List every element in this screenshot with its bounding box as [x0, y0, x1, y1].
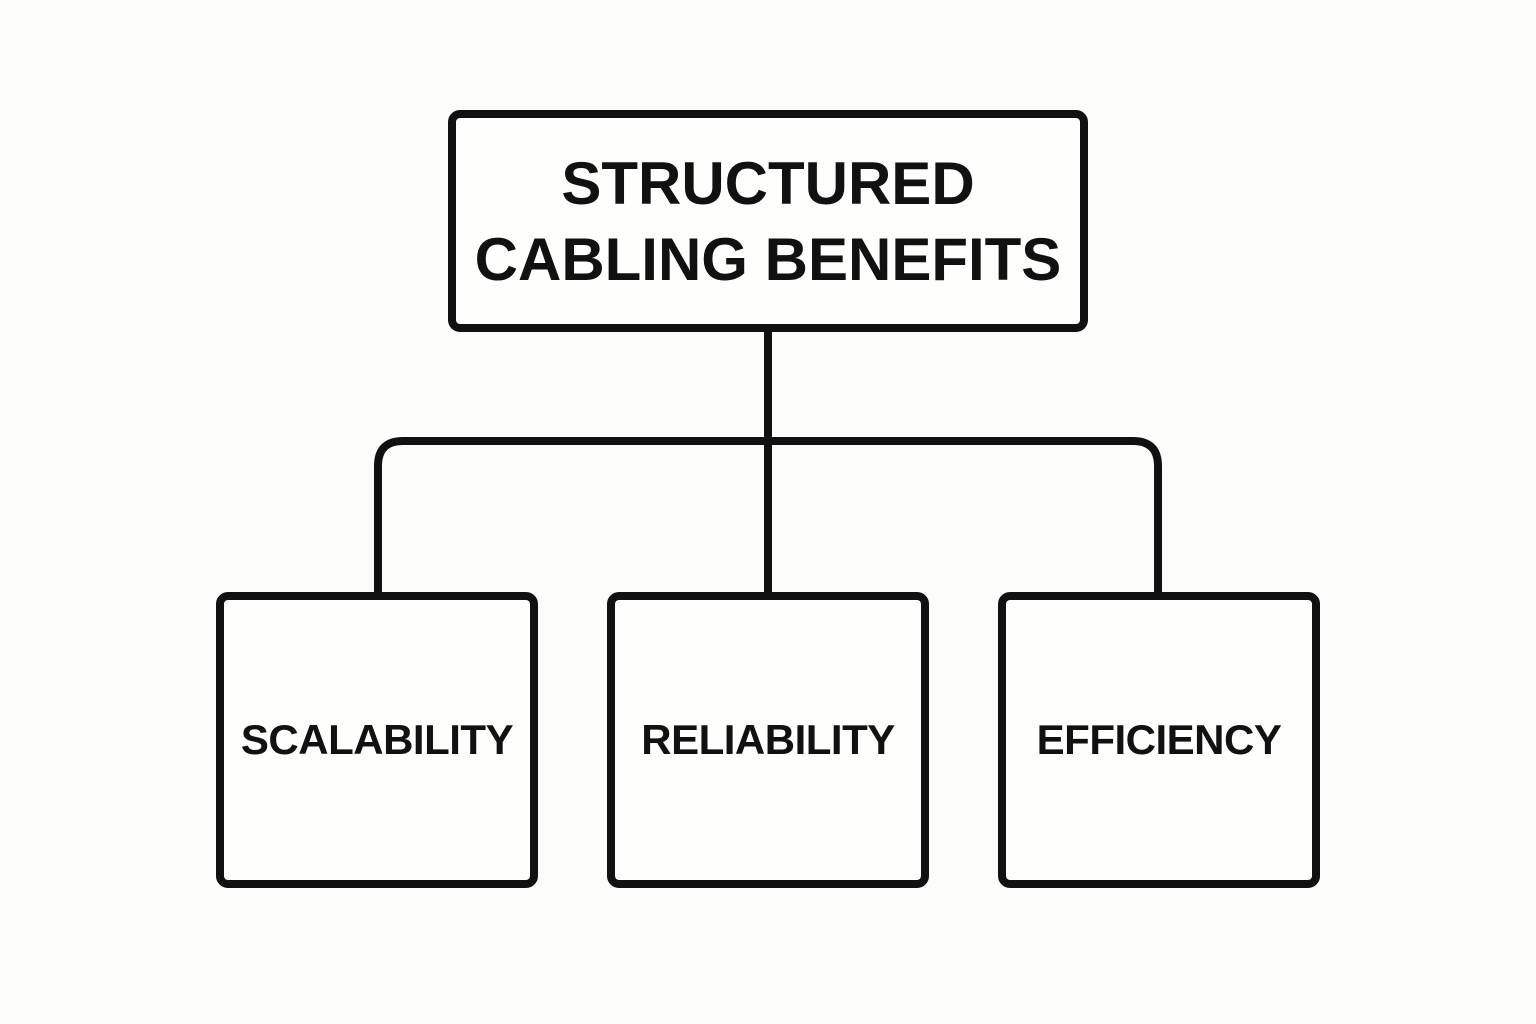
child-node-label: SCALABILITY [240, 716, 514, 763]
child-node-label: EFFICIENCY [1036, 716, 1282, 763]
root-title-line-1: STRUCTURED [561, 150, 975, 217]
root-title-line-2: CABLING BENEFITS [474, 226, 1062, 293]
root-node-structured-cabling-benefits: STRUCTURED CABLING BENEFITS [448, 110, 1088, 332]
child-node-scalability: SCALABILITY [216, 592, 538, 888]
child-node-reliability: RELIABILITY [607, 592, 929, 888]
branch-connector-left [374, 437, 768, 596]
child-node-label: RELIABILITY [641, 716, 895, 763]
branch-connector-right [768, 437, 1162, 596]
child-node-efficiency: EFFICIENCY [998, 592, 1320, 888]
